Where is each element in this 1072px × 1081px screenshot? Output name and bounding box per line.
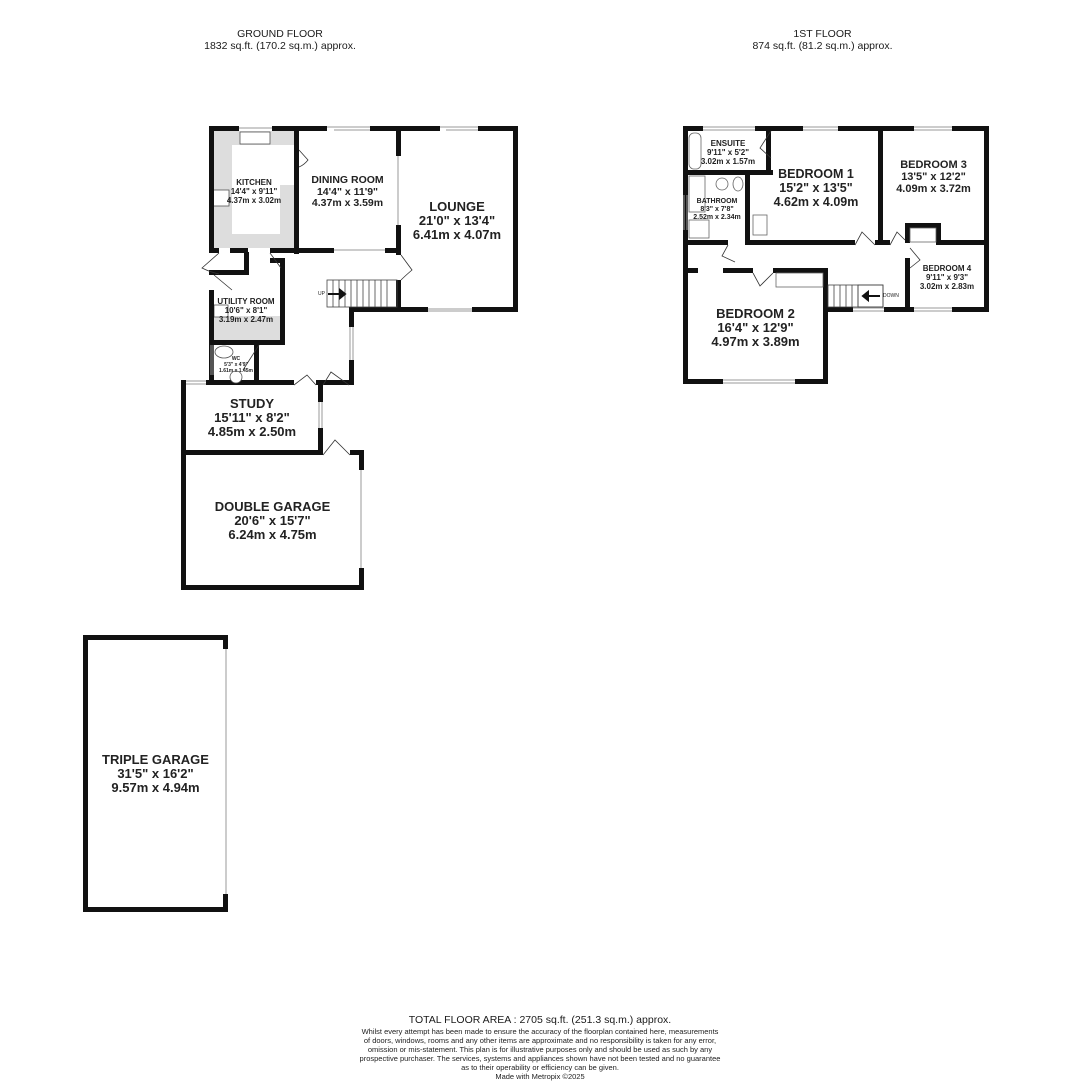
disclaimer-line: as to their operability or efficiency ca…: [461, 1063, 619, 1072]
room-metric: 9.57m x 4.94m: [111, 780, 200, 795]
first-floor-area: 874 sq.ft. (81.2 sq.m.) approx.: [752, 40, 893, 52]
room-metric: 6.24m x 4.75m: [228, 527, 317, 542]
room-metric: 4.37m x 3.59m: [311, 197, 384, 209]
bath-icon: [688, 132, 702, 170]
room-name: BATHROOM: [696, 198, 738, 205]
room-imperial: 9'11" x 9'3": [925, 273, 969, 282]
room-name: UTILITY ROOM: [217, 297, 275, 306]
room-metric: 3.19m x 2.47m: [218, 315, 274, 324]
first-doors: [721, 130, 921, 287]
room-label-bathroom: BATHROOM 8'3" x 7'8" 2.52m x 2.34m: [688, 198, 746, 222]
shower-icon: [688, 175, 706, 213]
credit-line: Made with Metropix ©2025: [495, 1072, 585, 1081]
ground-floor-area: 1832 sq.ft. (170.2 sq.m.) approx.: [204, 40, 356, 52]
room-name: ENSUITE: [710, 139, 746, 148]
toilet-icon: [214, 345, 234, 359]
room-imperial: 9'11" x 5'2": [706, 148, 750, 157]
room-metric: 6.41m x 4.07m: [412, 227, 502, 242]
room-metric: 4.85m x 2.50m: [207, 424, 297, 439]
kitchen-worktops: [214, 131, 294, 340]
room-name: BEDROOM 2: [716, 306, 795, 321]
room-imperial: 13'5" x 12'2": [901, 171, 966, 183]
total-floor-area: TOTAL FLOOR AREA : 2705 sq.ft. (251.3 sq…: [408, 1014, 672, 1026]
cupboard-icon: [752, 214, 768, 236]
room-name: DOUBLE GARAGE: [214, 499, 331, 514]
room-label-bedroom-2: BEDROOM 2 16'4" x 12'9" 4.97m x 3.89m: [688, 307, 823, 349]
room-label-kitchen: KITCHEN 14'4" x 9'11" 4.37m x 3.02m: [212, 178, 296, 205]
room-imperial: 14'4" x 11'9": [316, 185, 379, 198]
room-metric: 4.37m x 3.02m: [226, 196, 282, 205]
wardrobe-icon: [775, 272, 824, 288]
ground-walls: [83, 126, 518, 912]
disclaimer: Whilst every attempt has been made to en…: [340, 1027, 740, 1081]
room-metric: 1.61m x 1.45m: [219, 368, 253, 374]
stairs-up-arrow-icon: [328, 287, 347, 301]
room-label-bedroom-4: BEDROOM 4 9'11" x 9'3" 3.02m x 2.83m: [910, 264, 984, 291]
room-imperial: 14'4" x 9'11": [230, 187, 278, 196]
room-metric: 2.52m x 2.34m: [693, 214, 741, 221]
room-name: KITCHEN: [236, 178, 272, 187]
first-floor-title: 1ST FLOOR: [793, 28, 852, 40]
first-stairs: [827, 284, 884, 308]
ground-doors: [201, 149, 413, 456]
room-metric: 4.09m x 3.72m: [896, 183, 971, 195]
room-imperial: 16'4" x 12'9": [717, 320, 794, 335]
ground-floor-header: GROUND FLOOR 1832 sq.ft. (170.2 sq.m.) a…: [170, 28, 390, 52]
disclaimer-line: of doors, windows, rooms and any other i…: [363, 1036, 717, 1045]
room-name: BEDROOM 3: [900, 159, 967, 171]
first-walls: [683, 126, 989, 384]
room-metric: 4.62m x 4.09m: [773, 195, 859, 209]
stairs-up-label: UP: [318, 291, 325, 297]
room-metric: 3.02m x 2.83m: [919, 282, 975, 291]
room-label-triple-garage: TRIPLE GARAGE 31'5" x 16'2" 9.57m x 4.94…: [88, 753, 223, 795]
room-label-study: STUDY 15'11" x 8'2" 4.85m x 2.50m: [186, 397, 318, 439]
room-imperial: 15'11" x 8'2": [214, 410, 290, 425]
room-imperial: 31'5" x 16'2": [117, 766, 194, 781]
first-floor-plan: [683, 126, 989, 384]
disclaimer-line: prospective purchaser. The services, sys…: [359, 1054, 721, 1063]
room-label-utility-room: UTILITY ROOM 10'6" x 8'1" 3.19m x 2.47m: [210, 297, 282, 324]
room-imperial: 10'6" x 8'1": [224, 306, 268, 315]
room-name: BEDROOM 1: [778, 167, 854, 181]
disclaimer-line: omission or mis-statement. This plan is …: [367, 1045, 713, 1054]
first-windows: [683, 126, 952, 384]
first-floor-header: 1ST FLOOR 874 sq.ft. (81.2 sq.m.) approx…: [710, 28, 935, 52]
room-label-wc: WC 5'3" x 4'9" 1.61m x 1.45m: [218, 356, 254, 374]
ground-floor-title: GROUND FLOOR: [237, 28, 323, 40]
room-name: TRIPLE GARAGE: [102, 752, 209, 767]
room-metric: 3.02m x 1.57m: [700, 157, 756, 166]
stairs-down-label: DOWN: [883, 293, 899, 299]
ground-windows: [186, 126, 478, 894]
room-label-ensuite: ENSUITE 9'11" x 5'2" 3.02m x 1.57m: [690, 139, 766, 166]
room-imperial: 15'2" x 13'5": [779, 181, 853, 195]
room-label-double-garage: DOUBLE GARAGE 20'6" x 15'7" 6.24m x 4.75…: [186, 500, 359, 542]
room-metric: 4.97m x 3.89m: [711, 334, 800, 349]
room-label-dining-room: DINING ROOM 14'4" x 11'9" 4.37m x 3.59m: [299, 174, 396, 210]
airing-cupboard-icon: [909, 227, 937, 243]
stairs-down-arrow-icon: [861, 289, 880, 303]
room-label-bedroom-1: BEDROOM 1 15'2" x 13'5" 4.62m x 4.09m: [760, 167, 872, 209]
toilet-icon: [732, 176, 744, 192]
room-label-bedroom-3: BEDROOM 3 13'5" x 12'2" 4.09m x 3.72m: [883, 159, 984, 195]
room-name: LOUNGE: [429, 199, 485, 214]
room-label-lounge: LOUNGE 21'0" x 13'4" 6.41m x 4.07m: [401, 200, 513, 242]
basin-icon: [715, 177, 729, 191]
room-name: DINING ROOM: [311, 174, 384, 186]
ground-stairs: [326, 279, 398, 308]
room-imperial: 21'0" x 13'4": [418, 213, 496, 228]
ground-floor-plan: [83, 126, 518, 912]
disclaimer-line: Whilst every attempt has been made to en…: [361, 1027, 719, 1036]
room-name: STUDY: [229, 396, 275, 411]
room-imperial: 5'3" x 4'9": [224, 362, 248, 368]
first-fixtures: [688, 132, 937, 288]
sink-icon: [239, 131, 271, 145]
room-name: BEDROOM 4: [922, 264, 972, 273]
room-imperial: 20'6" x 15'7": [234, 513, 311, 528]
room-name: WC: [231, 356, 241, 362]
shower-tray-icon: [688, 219, 710, 239]
basin-icon: [229, 370, 243, 384]
room-imperial: 8'3" x 7'8": [700, 206, 734, 213]
footer: TOTAL FLOOR AREA : 2705 sq.ft. (251.3 sq…: [340, 1014, 740, 1081]
